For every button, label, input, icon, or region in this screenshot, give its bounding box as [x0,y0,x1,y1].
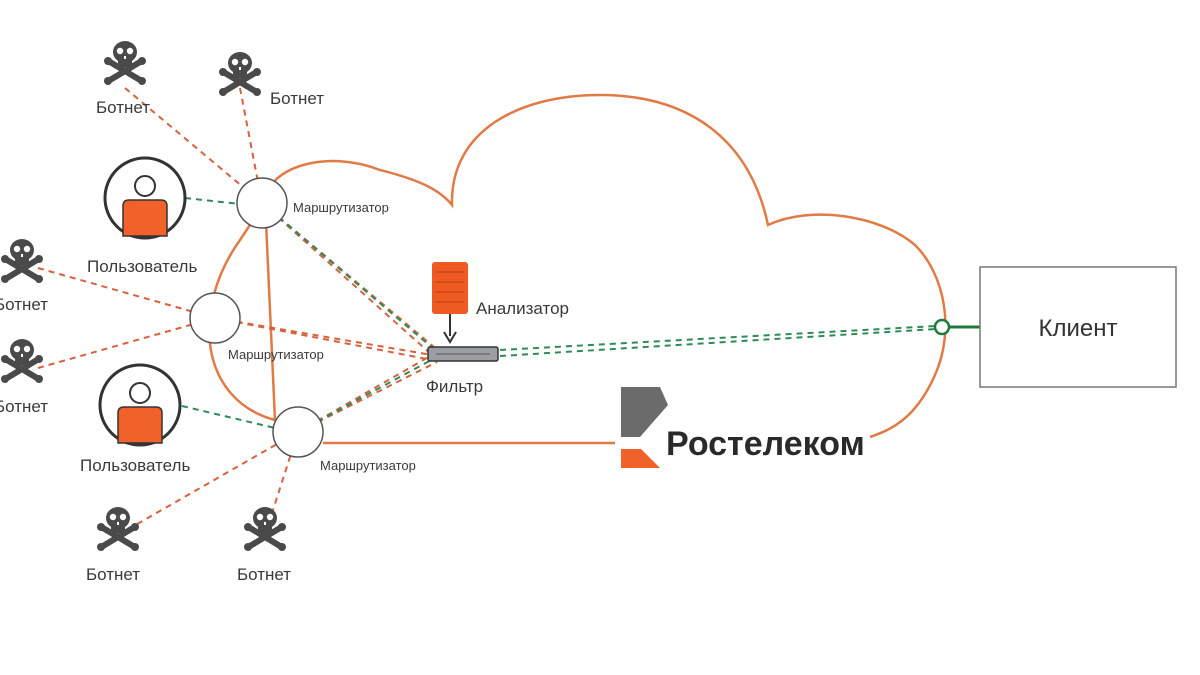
botnet-6: Ботнет [237,507,291,584]
router-label: Маршрутизатор [228,347,324,362]
botnet-label: Ботнет [0,397,48,416]
legit-traffic-lines [181,197,937,433]
botnet-label: Ботнет [0,295,48,314]
botnet-3: Ботнет [0,239,48,314]
botnet-1: Ботнет [96,41,150,117]
analyzer-label: Анализатор [476,299,569,318]
brand-name: Ростелеком [666,425,865,463]
botnet-label: Ботнет [270,89,324,108]
client-port [933,318,951,336]
person-icon [103,156,187,240]
botnet-2: Ботнет [219,52,324,108]
router-middle: Маршрутизатор [189,292,324,362]
botnet-5: Ботнет [86,507,140,584]
brand-mark-accent [621,449,660,468]
person-icon [98,363,182,447]
circle-node-icon [272,406,324,458]
analyzer: Анализатор [432,262,569,344]
botnet-label: Ботнет [96,98,150,117]
filter-label: Фильтр [426,377,483,396]
rostelecom-logo: Ростелеком [621,387,865,468]
circle-node-icon [189,292,241,344]
circle-node-icon [236,177,288,229]
skull-crossbones-icon [1,239,43,283]
skull-crossbones-icon [97,507,139,551]
router-bottom: Маршрутизатор [272,406,416,473]
skull-crossbones-icon [1,339,43,383]
skull-crossbones-icon [104,41,146,85]
server-rack-icon [432,262,468,314]
filter: Фильтр [426,346,499,396]
botnet-label: Ботнет [86,565,140,584]
botnet-label: Ботнет [237,565,291,584]
user-label: Пользователь [80,456,190,475]
arrow-down-icon [443,331,457,344]
user-label: Пользователь [87,257,197,276]
user-top: Пользователь [87,156,197,276]
user-bottom: Пользователь [80,363,190,475]
router-label: Маршрутизатор [320,458,416,473]
router-top: Маршрутизатор [236,177,389,229]
router-label: Маршрутизатор [293,200,389,215]
client: Клиент [979,266,1177,388]
brand-mark [621,387,668,437]
botnet-4: Ботнет [0,339,48,416]
skull-crossbones-icon [244,507,286,551]
client-label: Клиент [1039,315,1118,342]
cloud-outline [207,93,947,445]
client-box [979,266,1177,388]
